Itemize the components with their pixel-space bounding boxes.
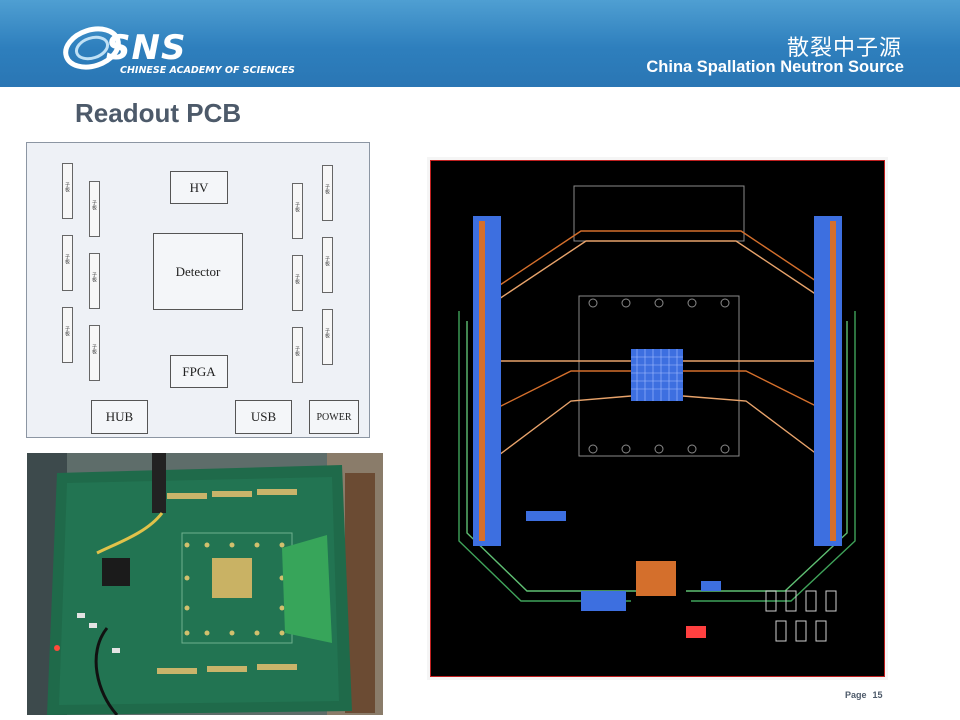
- logo-subtitle: CHINESE ACADEMY OF SCIENCES: [120, 65, 295, 76]
- page-number: 15: [872, 690, 883, 700]
- logo-text: SNS: [106, 28, 187, 68]
- sns-logo: SNS CHINESE ACADEMY OF SCIENCES: [62, 18, 295, 80]
- chip-label: 子板: [91, 200, 97, 210]
- chip-label: 子板: [294, 202, 300, 212]
- fpga-block: FPGA: [170, 355, 228, 388]
- chip-label: 子板: [64, 182, 70, 192]
- chip-label: 子板: [294, 346, 300, 356]
- slide-title: Readout PCB: [75, 98, 242, 128]
- sub-board-chip: 子板: [62, 307, 73, 363]
- logo-swoosh-icon: [63, 26, 121, 70]
- hv-block: HV: [170, 171, 228, 204]
- chip-label: 子板: [64, 254, 70, 264]
- sub-board-chip: 子板: [62, 235, 73, 291]
- sub-board-chip: 子板: [292, 183, 303, 239]
- hub-block: HUB: [91, 400, 148, 434]
- sub-board-chip: 子板: [322, 309, 333, 365]
- usb-block: USB: [235, 400, 292, 434]
- sub-board-chip: 子板: [89, 325, 100, 381]
- chip-label: 子板: [64, 326, 70, 336]
- pcb-layout-image: [427, 157, 888, 680]
- block-diagram: HV Detector FPGA HUB USB POWER 子板 子板 子板 …: [26, 142, 370, 438]
- chip-label: 子板: [294, 274, 300, 284]
- sub-board-chip: 子板: [292, 327, 303, 383]
- sub-board-chip: 子板: [322, 165, 333, 221]
- header-banner: SNS CHINESE ACADEMY OF SCIENCES 散裂中子源 Ch…: [0, 0, 960, 87]
- sub-board-chip: 子板: [89, 181, 100, 237]
- sub-board-chip: 子板: [62, 163, 73, 219]
- title-english: China Spallation Neutron Source: [646, 58, 904, 76]
- chip-label: 子板: [324, 328, 330, 338]
- title-chinese: 散裂中子源: [786, 36, 902, 61]
- pcb-photo-graphic: [27, 453, 383, 715]
- detector-block: Detector: [153, 233, 243, 310]
- chip-label: 子板: [91, 344, 97, 354]
- power-block: POWER: [309, 400, 359, 434]
- chip-label: 子板: [91, 272, 97, 282]
- page-label: Page: [845, 690, 867, 700]
- sub-board-chip: 子板: [89, 253, 100, 309]
- page-footer: Page 15: [845, 690, 883, 700]
- pcb-layout-graphic: [458, 185, 856, 642]
- sub-board-chip: 子板: [322, 237, 333, 293]
- chip-label: 子板: [324, 256, 330, 266]
- pcb-photo: [27, 453, 383, 715]
- pcb-layout-canvas: [430, 160, 885, 677]
- sub-board-chip: 子板: [292, 255, 303, 311]
- chip-label: 子板: [324, 184, 330, 194]
